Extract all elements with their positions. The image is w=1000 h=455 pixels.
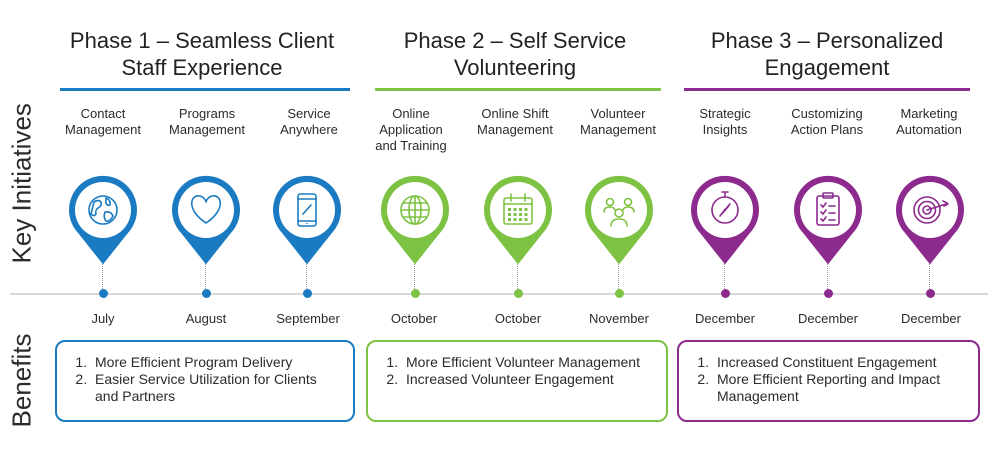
phase-2-benefits-box: More Efficient Volunteer Management Incr… <box>366 340 668 422</box>
phase-1-title: Phase 1 – Seamless Client Staff Experien… <box>52 27 352 81</box>
target-icon <box>913 196 949 224</box>
phase-3-title-line1: Phase 3 – Personalized <box>710 28 944 53</box>
timeline-dot <box>410 289 420 298</box>
timeline-dot <box>98 289 108 298</box>
phase-2-title-line2: Volunteering <box>453 55 577 80</box>
benefits-label: Benefits <box>6 333 37 428</box>
timeline-dot <box>823 289 833 298</box>
month-label: October <box>390 311 438 326</box>
timeline-dot <box>720 289 730 298</box>
globe-icon <box>88 195 118 225</box>
benefit-item: Increased Volunteer Engagement <box>402 371 652 388</box>
phase-1-benefits-box: More Efficient Program Delivery Easier S… <box>55 340 355 422</box>
heart-icon <box>190 195 222 224</box>
timeline-dot <box>302 289 312 298</box>
pin-connector-line <box>827 264 829 291</box>
location-pin-marker <box>69 175 137 265</box>
location-pin-marker <box>484 175 552 265</box>
phase-2-title-line1: Phase 2 – Self Service <box>403 28 627 53</box>
checklist-clipboard-icon <box>816 192 840 226</box>
phase-1-title-line2: Staff Experience <box>121 55 283 80</box>
timeline-dot <box>614 289 624 298</box>
phase-2-rule <box>375 88 661 91</box>
compass-icon <box>711 191 739 224</box>
phase-3-benefits-box: Increased Constituent Engagement More Ef… <box>677 340 980 422</box>
mobile-phone-icon <box>297 193 317 227</box>
location-pin-marker <box>896 175 964 265</box>
timeline-dot <box>513 289 523 298</box>
month-label: December <box>798 311 858 326</box>
location-pin-marker <box>585 175 653 265</box>
location-pin-marker <box>381 175 449 265</box>
month-label: November <box>589 311 649 326</box>
location-pin-marker <box>273 175 341 265</box>
pin-connector-line <box>205 264 207 291</box>
pin-connector-line <box>414 264 416 291</box>
location-pin-marker <box>172 175 240 265</box>
benefit-item: More Efficient Reporting and Impact Mana… <box>713 371 964 405</box>
pin-connector-line <box>929 264 931 291</box>
month-label: December <box>695 311 755 326</box>
benefit-item: Easier Service Utilization for Clients a… <box>91 371 339 405</box>
pin-connector-line <box>517 264 519 291</box>
pin-connector-line <box>724 264 726 291</box>
key-initiatives-label: Key Initiatives <box>6 103 37 264</box>
pin-connector-line <box>102 264 104 291</box>
calendar-icon <box>503 193 533 225</box>
phase-3-rule <box>684 88 970 91</box>
web-globe-icon <box>400 195 430 225</box>
benefit-item: More Efficient Volunteer Management <box>402 354 652 371</box>
phase-1-title-line1: Phase 1 – Seamless Client <box>69 28 335 53</box>
timeline-dot <box>201 289 211 298</box>
phase-2-title: Phase 2 – Self Service Volunteering <box>365 27 665 81</box>
month-label: July <box>91 311 115 326</box>
people-group-icon <box>603 197 635 227</box>
phase-3-title-line2: Engagement <box>764 55 890 80</box>
benefit-item: More Efficient Program Delivery <box>91 354 339 371</box>
timeline-dot <box>925 289 935 298</box>
location-pin-marker <box>691 175 759 265</box>
benefit-item: Increased Constituent Engagement <box>713 354 964 371</box>
month-label: December <box>901 311 961 326</box>
pin-connector-line <box>618 264 620 291</box>
location-pin-marker <box>794 175 862 265</box>
pin-connector-line <box>306 264 308 291</box>
timeline-axis <box>10 293 988 295</box>
phase-1-rule <box>60 88 350 91</box>
phase-3-title: Phase 3 – Personalized Engagement <box>677 27 977 81</box>
month-label: October <box>494 311 542 326</box>
month-label: September <box>276 311 340 326</box>
month-label: August <box>185 311 227 326</box>
